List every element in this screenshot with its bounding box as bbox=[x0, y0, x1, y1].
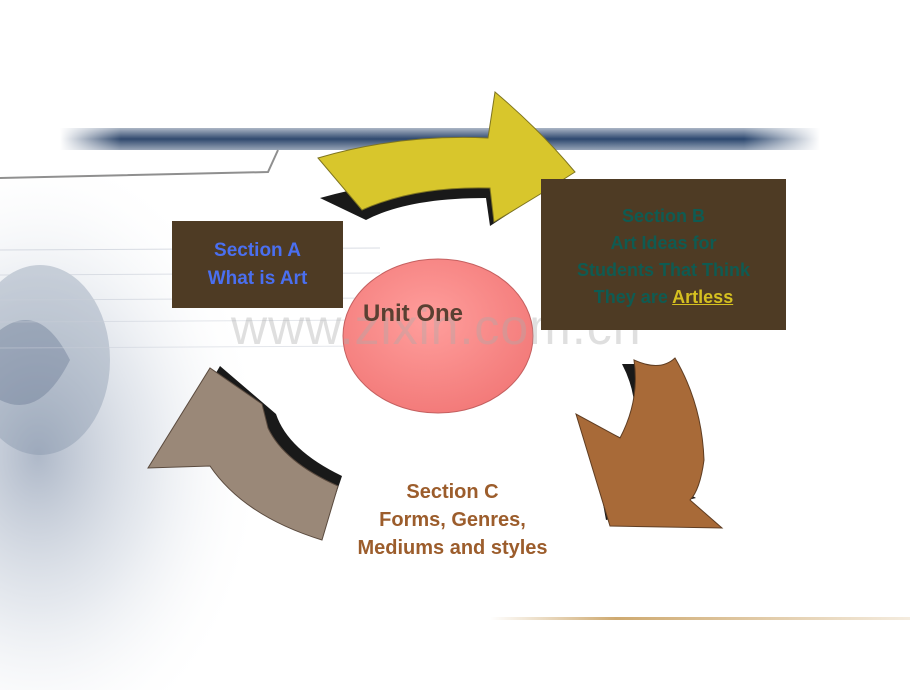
artless-link[interactable]: Artless bbox=[672, 286, 734, 307]
bottom-accent-line bbox=[490, 617, 910, 620]
center-circle bbox=[342, 258, 534, 414]
section-b-line4-prefix: They are bbox=[593, 286, 673, 307]
arrow-right bbox=[575, 357, 724, 529]
section-b-line3: Students That Think bbox=[577, 259, 750, 280]
section-a-title: Section A bbox=[214, 239, 301, 261]
section-b-box: Section B Art Ideas for Students That Th… bbox=[541, 179, 786, 330]
arrow-top bbox=[317, 91, 576, 226]
banner-frame-line bbox=[0, 149, 279, 179]
decor-line bbox=[0, 345, 381, 349]
section-b-line4: They are Artless bbox=[594, 284, 733, 311]
section-c-label: Section C Forms, Genres, Mediums and sty… bbox=[300, 478, 605, 562]
section-c-line3: Mediums and styles bbox=[357, 537, 548, 559]
arrow-left bbox=[147, 366, 342, 541]
decor-ellipse bbox=[0, 265, 110, 455]
section-b-line2: Art Ideas for bbox=[610, 232, 717, 253]
section-c-line2: Forms, Genres, bbox=[379, 509, 526, 531]
section-c-title: Section C bbox=[406, 481, 499, 503]
section-a-subtitle: What is Art bbox=[207, 267, 308, 289]
section-b-title: Section B bbox=[621, 205, 705, 226]
unit-one-label: Unit One bbox=[363, 300, 463, 327]
section-a-box: Section A What is Art bbox=[172, 221, 343, 308]
decor-line bbox=[0, 319, 381, 323]
decor-blade bbox=[0, 320, 70, 405]
